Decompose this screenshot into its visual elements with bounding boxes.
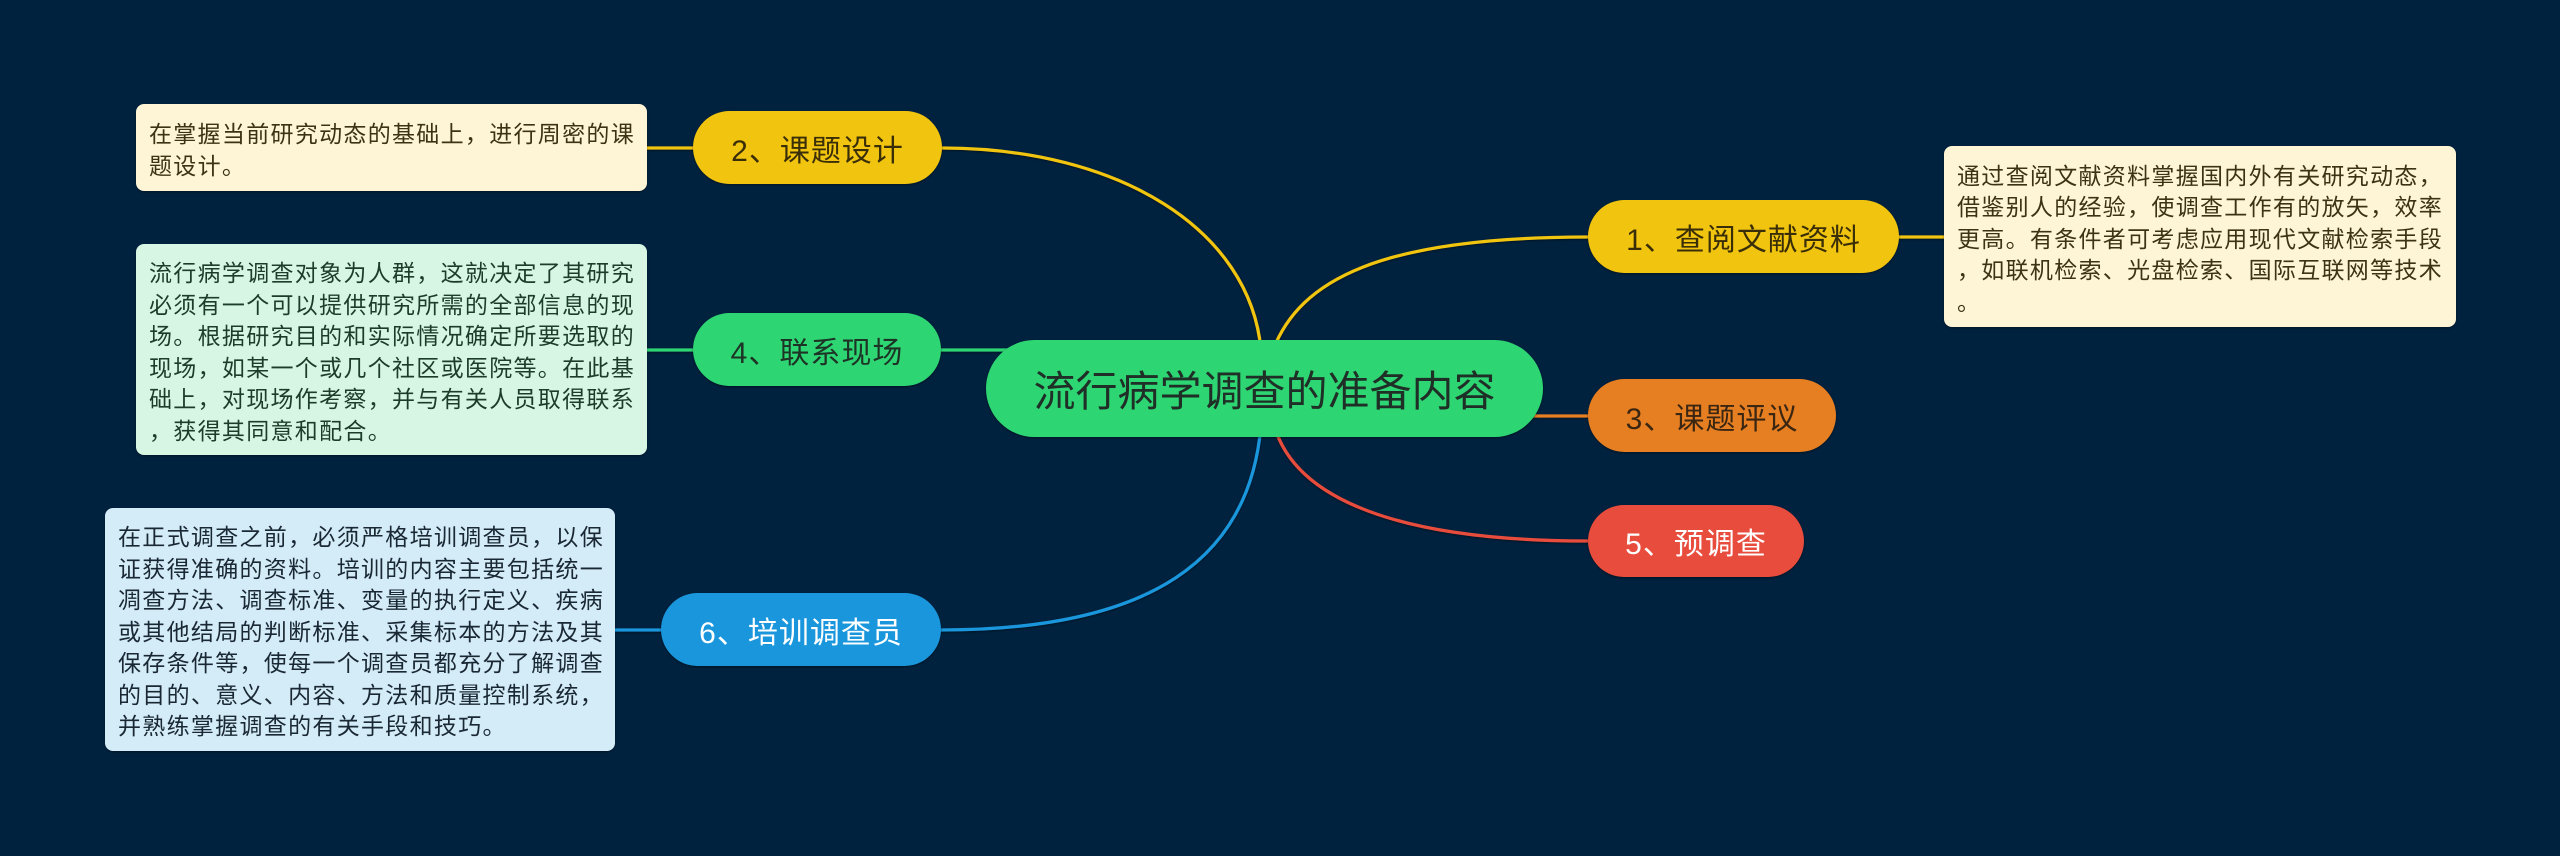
- note-line: ，获得其同意和配合。: [149, 417, 392, 444]
- note-line: 通过查阅文献资料掌握国内外有关研究动态，: [1957, 162, 2443, 189]
- note-line: 必须有一个可以提供研究所需的全部信息的现: [149, 291, 635, 318]
- note-line: 证获得准确的资料。培训的内容主要包括统一: [118, 555, 604, 582]
- note-line: 。: [1957, 288, 1982, 315]
- note-line: 题设计。: [149, 152, 247, 179]
- note-line: 场。根据研究目的和实际情况确定所要选取的: [149, 323, 635, 349]
- central-topic-label: 流行病学调查的准备内容: [1033, 368, 1496, 415]
- note-literature-review: 通过查阅文献资料掌握国内外有关研究动态， 借鉴别人的经验，使调查工作有的放矢，效…: [1944, 146, 2456, 327]
- topic-pilot-survey: 5、预调查: [1588, 505, 1804, 577]
- note-line: ，如联机检索、光盘检索、国际互联网等技术: [1957, 257, 2443, 284]
- topic-study-review: 3、课题评议: [1588, 379, 1836, 452]
- topic-label: 3、课题评议: [1625, 402, 1799, 436]
- note-study-design: 在掌握当前研究动态的基础上，进行周密的课 题设计。: [136, 104, 647, 191]
- connector-center-to-topic-1: [1271, 235, 1590, 352]
- note-train-investigators: 在正式调查之前，必须严格培训调查员，以保 证获得准确的资料。培训的内容主要包括统…: [105, 508, 615, 751]
- note-line: 础上，对现场作考察，并与有关人员取得联系: [149, 386, 635, 412]
- topic-label: 5、预调查: [1625, 528, 1767, 561]
- central-topic: 流行病学调查的准备内容: [986, 340, 1543, 437]
- note-line: 在正式调查之前，必须严格培训调查员，以保: [118, 524, 604, 551]
- topic-train-investigators: 6、培训调查员: [661, 593, 941, 666]
- topic-label: 2、课题设计: [731, 134, 904, 168]
- topic-literature-review: 1、查阅文献资料: [1588, 200, 1899, 273]
- note-line: 并熟练掌握调查的有关手段和技巧。: [118, 713, 507, 740]
- note-line: 更高。有条件者可考虑应用现代文献检索手段: [1957, 225, 2443, 252]
- note-contact-field-site: 流行病学调查对象为人群，这就决定了其研究 必须有一个可以提供研究所需的全部信息的…: [136, 244, 647, 455]
- connector-center-to-topic-5: [1272, 423, 1590, 543]
- topic-contact-field-site: 4、联系现场: [693, 313, 941, 386]
- topic-label: 4、联系现场: [730, 336, 904, 370]
- note-line: 保存条件等，使每一个调查员都充分了解调查: [118, 650, 604, 677]
- note-line: 借鉴别人的经验，使调查工作有的放矢，效率: [1957, 194, 2443, 221]
- connector-center-to-topic-2: [940, 146, 1263, 352]
- note-line: 流行病学调查对象为人群，这就决定了其研究: [149, 260, 635, 286]
- note-line: 的目的、意义、内容、方法和质量控制系统，: [118, 681, 604, 708]
- topic-label: 6、培训调查员: [699, 616, 903, 650]
- note-line: 凋查方法、调查标准、变量的执行定义、疾病: [118, 587, 604, 614]
- connector-center-to-topic-6: [939, 423, 1263, 632]
- note-line: 或其他结局的判断标准、采集标本的方法及其: [118, 618, 604, 645]
- topic-study-design: 2、课题设计: [693, 111, 942, 184]
- note-line: 在掌握当前研究动态的基础上，进行周密的课: [149, 121, 635, 147]
- note-line: 现场，如某一个或几个社区或医院等。在此基: [149, 354, 635, 381]
- topic-label: 1、查阅文献资料: [1626, 223, 1861, 257]
